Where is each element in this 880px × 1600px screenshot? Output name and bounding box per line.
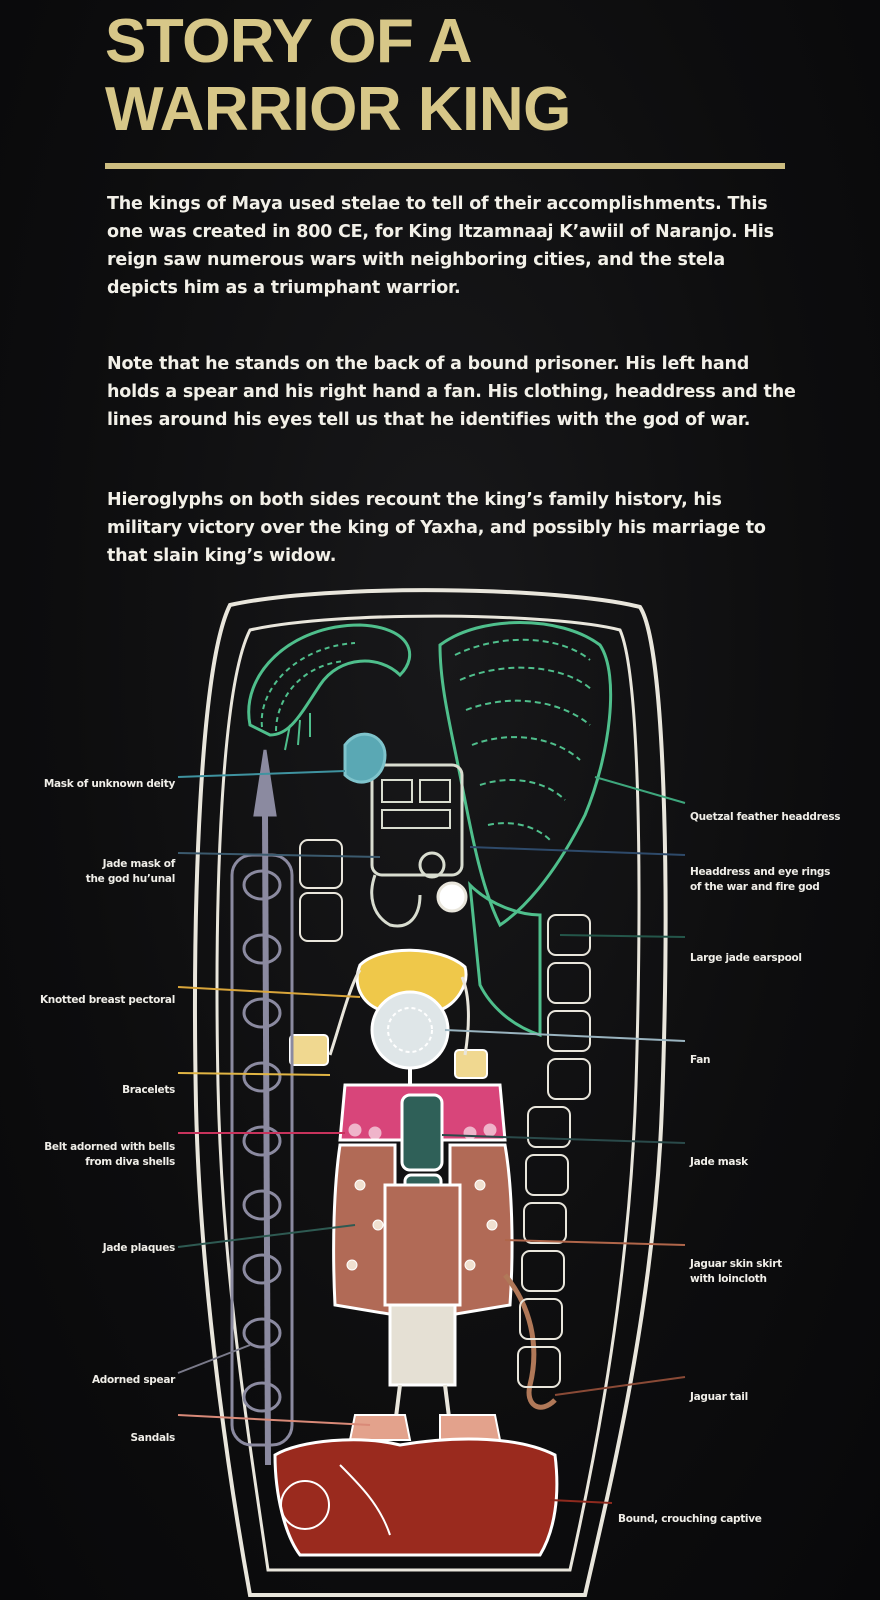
title-divider xyxy=(105,163,785,169)
mask-of-unknown-deity xyxy=(343,732,387,784)
intro-paragraph: The kings of Maya used stelae to tell of… xyxy=(107,194,774,298)
leader-line xyxy=(559,934,686,938)
leader-line xyxy=(594,776,686,804)
label-sandals: Sandals xyxy=(130,1432,176,1444)
hieroglyph-block xyxy=(521,1250,565,1292)
hieroglyph-block xyxy=(547,962,591,1004)
quetzal-feather-plume-left xyxy=(247,623,411,751)
label-knotted-breast-pectoral: Knotted breast pectoral xyxy=(39,994,175,1006)
label-jaguar-tail: Jaguar tail xyxy=(690,1391,748,1403)
adorned-spear xyxy=(230,749,294,1466)
jaguar-tail xyxy=(503,1273,557,1410)
hieroglyph-column-right xyxy=(517,914,591,1388)
king-arm xyxy=(328,969,470,1056)
leader-line xyxy=(444,1029,686,1042)
hieroglyph-column-left xyxy=(299,839,343,942)
leader-line xyxy=(177,852,381,858)
jade-plaque xyxy=(242,933,282,965)
jaguar-skin-skirt xyxy=(332,1143,514,1317)
hieroglyph-block xyxy=(527,1106,571,1148)
label-adorned-spear: Adorned spear xyxy=(91,1374,175,1386)
label-headdress-eye-rings: Headdress and eye rings of the war and f… xyxy=(690,866,831,893)
jade-plaque xyxy=(242,1189,282,1221)
leader-line xyxy=(549,1499,613,1504)
label-large-jade-earspool: Large jade earspool xyxy=(690,952,802,964)
leader-line xyxy=(177,770,346,778)
jade-plaque xyxy=(242,1381,282,1413)
large-jade-earspool xyxy=(436,881,468,913)
loincloth xyxy=(388,1303,457,1387)
hieroglyph-block xyxy=(547,1010,591,1052)
hieroglyph-block xyxy=(519,1298,563,1340)
king-headdress xyxy=(370,763,464,928)
label-mask-of-unknown-deity: Mask of unknown deity xyxy=(43,778,175,790)
leader-line xyxy=(177,1414,371,1426)
ceremonial-fan xyxy=(370,990,450,1095)
hieroglyphs-paragraph: Hieroglyphs on both sides recount the ki… xyxy=(107,490,766,566)
jade-plaque xyxy=(242,1317,282,1349)
title-line-2: WARRIOR KING xyxy=(105,75,571,144)
stela-inner-outline xyxy=(215,614,641,1572)
leader-line xyxy=(554,1376,686,1396)
label-bracelets: Bracelets xyxy=(122,1084,175,1096)
jade-plaque xyxy=(242,869,282,901)
label-fan: Fan xyxy=(690,1054,711,1066)
leader-line xyxy=(177,1224,356,1248)
panel-title: STORY OF A WARRIOR KING xyxy=(105,8,745,144)
hieroglyph-block xyxy=(523,1202,567,1244)
label-belt-with-bells: Belt adorned with bells from diva shells xyxy=(44,1141,175,1168)
leader-line xyxy=(441,1134,686,1144)
leader-line xyxy=(469,846,686,856)
jade-plaque xyxy=(242,1061,282,1093)
jade-plaques xyxy=(242,869,282,1413)
prisoner-paragraph: Note that he stands on the back of a bou… xyxy=(107,354,796,430)
label-jade-mask-hu-unal: Jade mask of the god hu’unal xyxy=(85,858,176,885)
jade-plaque xyxy=(242,1125,282,1157)
hieroglyph-block xyxy=(547,1058,591,1100)
leader-line xyxy=(177,1344,251,1374)
title-line-1: STORY OF A xyxy=(105,7,473,76)
leader-lines xyxy=(177,770,686,1504)
label-jade-mask: Jade mask xyxy=(690,1156,748,1168)
hieroglyph-block xyxy=(517,1346,561,1388)
label-bound-crouching-captive: Bound, crouching captive xyxy=(618,1513,762,1525)
hieroglyph-block xyxy=(525,1154,569,1196)
sandals xyxy=(348,1414,502,1441)
jade-plaque xyxy=(242,997,282,1029)
leader-line xyxy=(177,1072,331,1076)
stela-illustration xyxy=(177,588,686,1597)
jade-plaque xyxy=(242,1253,282,1285)
bound-crouching-captive xyxy=(273,1437,559,1557)
bracelets xyxy=(289,1034,488,1079)
stela-outer-outline xyxy=(193,588,668,1597)
label-jaguar-skin-skirt: Jaguar skin skirt with loincloth xyxy=(690,1258,782,1285)
leader-line xyxy=(504,1239,686,1246)
label-quetzal-feather-headdress: Quetzal feather headdress xyxy=(690,811,841,823)
label-jade-plaques: Jade plaques xyxy=(102,1242,176,1254)
leader-line xyxy=(177,986,361,998)
